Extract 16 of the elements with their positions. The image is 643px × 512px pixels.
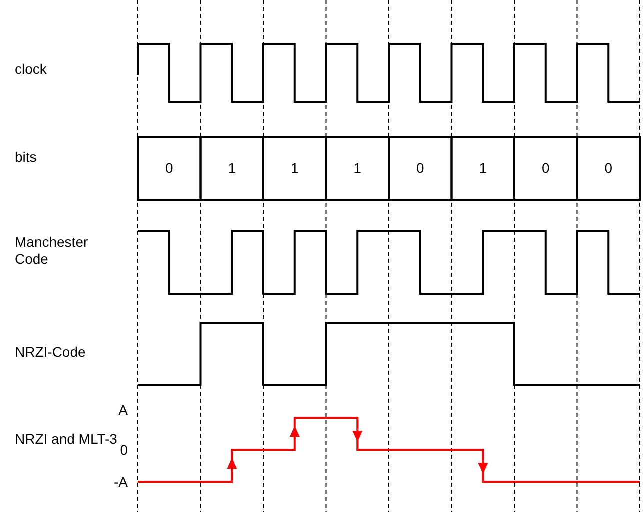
signal-label: Manchester Code — [15, 234, 90, 268]
signal-label: NRZI-Code — [15, 344, 86, 361]
level-label: A — [118, 402, 128, 419]
bit-value: 0 — [165, 160, 174, 177]
bit-value: 1 — [479, 160, 488, 177]
level-label: -A — [114, 474, 128, 491]
bit-value: 0 — [542, 160, 550, 177]
bit-value: 1 — [290, 160, 299, 177]
signal-label: bits — [15, 149, 37, 166]
signal-label: clock — [15, 61, 47, 78]
bit-value: 0 — [604, 160, 613, 177]
bit-value: 1 — [354, 160, 362, 177]
signal-label: NRZI and MLT-3 — [15, 431, 118, 448]
bit-value: 0 — [416, 160, 424, 177]
bit-value: 1 — [228, 160, 236, 177]
level-label: 0 — [120, 442, 128, 459]
